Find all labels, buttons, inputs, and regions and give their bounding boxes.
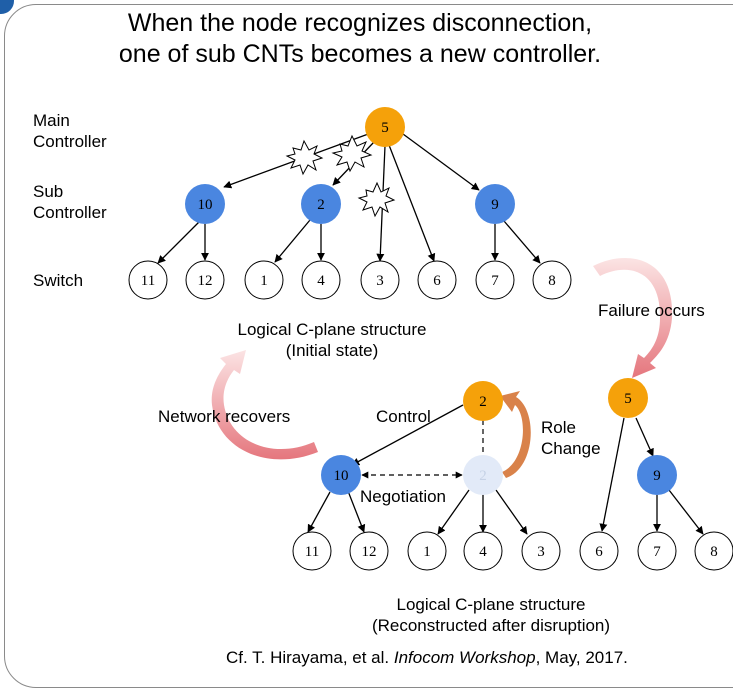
switch-node-7: 7 <box>637 531 677 571</box>
svg-text:7: 7 <box>653 544 661 560</box>
former-sub-controller-node-2: 2 <box>463 455 503 495</box>
sub-controller-node-9: 9 <box>475 184 515 224</box>
svg-text:4: 4 <box>317 273 325 289</box>
title-line-1: When the node recognizes disconnection, <box>127 9 593 37</box>
switch-node-4: 4 <box>463 531 503 571</box>
switch-node-11: 11 <box>292 531 332 571</box>
new-controller-node-2: 2 <box>463 381 503 421</box>
svg-text:7: 7 <box>491 273 499 289</box>
svg-text:2: 2 <box>317 197 325 213</box>
switch-node-12: 12 <box>349 531 389 571</box>
remaining-tree-edges <box>599 417 704 535</box>
switch-node-6: 6 <box>579 531 619 571</box>
initial-caption-line-1: Logical C-plane structure <box>237 320 427 339</box>
remaining-tree-nodes: 5 9 6 7 8 <box>579 378 733 571</box>
sub-label-line-1: Sub <box>33 182 64 201</box>
switch-node-12: 12 <box>185 260 225 300</box>
svg-text:8: 8 <box>710 544 718 560</box>
role-label-line-2: Change <box>541 439 601 458</box>
sub-controller-node-2: 2 <box>301 184 341 224</box>
negotiation-label: Negotiation <box>360 487 447 506</box>
slide-title: When the node recognizes disconnection, … <box>60 8 660 70</box>
initial-caption-line-2: (Initial state) <box>285 341 379 360</box>
switch-node-11: 11 <box>128 260 168 300</box>
sub-controller-node-10: 10 <box>321 455 361 495</box>
switch-node-8: 8 <box>532 260 572 300</box>
svg-text:5: 5 <box>624 391 632 407</box>
svg-text:3: 3 <box>537 544 545 560</box>
svg-text:8: 8 <box>548 273 556 289</box>
main-controller-node-5: 5 <box>608 378 648 418</box>
control-label: Control <box>376 407 431 426</box>
svg-text:6: 6 <box>433 273 441 289</box>
initial-structure-caption: Logical C-plane structure (Initial state… <box>212 319 452 361</box>
citation-authors: Cf. T. Hirayama, et al. <box>226 648 394 667</box>
reconstructed-tree-nodes: 2 10 2 11 12 1 <box>292 381 561 571</box>
switch-node-3: 3 <box>521 531 561 571</box>
explosion-icon <box>331 134 373 173</box>
sub-controller-node-9: 9 <box>637 455 677 495</box>
svg-text:6: 6 <box>595 544 603 560</box>
failure-occurs-arrow <box>593 257 673 378</box>
role-label-line-1: Role <box>541 418 576 437</box>
svg-text:5: 5 <box>381 120 389 136</box>
title-line-2: one of sub CNTs becomes a new controller… <box>118 40 602 68</box>
role-change-label: Role Change <box>541 417 601 459</box>
citation-venue: Infocom Workshop <box>393 648 536 667</box>
svg-text:12: 12 <box>198 273 213 289</box>
switch-node-8: 8 <box>694 531 733 571</box>
svg-text:3: 3 <box>376 273 384 289</box>
sub-controller-label: Sub Controller <box>33 181 107 223</box>
citation: Cf. T. Hirayama, et al. Infocom Workshop… <box>226 648 628 668</box>
switch-node-7: 7 <box>475 260 515 300</box>
main-controller-node-5: 5 <box>365 107 405 147</box>
explosion-icon <box>357 181 396 218</box>
main-label-line-2: Controller <box>33 132 107 151</box>
svg-text:1: 1 <box>423 544 431 560</box>
recon-caption-line-2: (Reconstructed after disruption) <box>371 616 611 635</box>
sub-controller-node-10: 10 <box>185 184 225 224</box>
citation-date: , May, 2017. <box>535 648 628 667</box>
svg-text:10: 10 <box>334 468 349 484</box>
network-recovers-arrow <box>211 350 318 460</box>
switch-node-1: 1 <box>407 531 447 571</box>
main-controller-label: Main Controller <box>33 110 107 152</box>
switch-label: Switch <box>33 271 84 290</box>
svg-text:2: 2 <box>479 468 487 484</box>
svg-text:11: 11 <box>305 544 319 560</box>
svg-text:2: 2 <box>479 394 487 410</box>
svg-text:9: 9 <box>491 197 499 213</box>
svg-text:11: 11 <box>141 273 155 289</box>
svg-text:1: 1 <box>260 273 268 289</box>
switch-node-3: 3 <box>360 260 400 300</box>
switch-node-1: 1 <box>244 260 284 300</box>
explosion-icon <box>285 139 324 176</box>
top-tree-nodes: 5 10 2 9 11 12 <box>128 107 572 300</box>
switch-node-4: 4 <box>301 260 341 300</box>
svg-text:9: 9 <box>653 468 661 484</box>
failure-occurs-label: Failure occurs <box>598 301 705 320</box>
switch-node-6: 6 <box>417 260 457 300</box>
sub-label-line-2: Controller <box>33 203 107 222</box>
reconstructed-tree-edges <box>307 404 528 535</box>
recon-caption-line-1: Logical C-plane structure <box>396 595 586 614</box>
role-change-arrow <box>500 391 531 478</box>
main-label-line-1: Main <box>33 111 70 130</box>
reconstructed-structure-caption: Logical C-plane structure (Reconstructed… <box>346 594 636 636</box>
svg-text:12: 12 <box>362 544 377 560</box>
network-recovers-label: Network recovers <box>158 407 291 426</box>
link-failure-marks <box>285 134 396 218</box>
svg-text:10: 10 <box>198 197 213 213</box>
svg-text:4: 4 <box>479 544 487 560</box>
